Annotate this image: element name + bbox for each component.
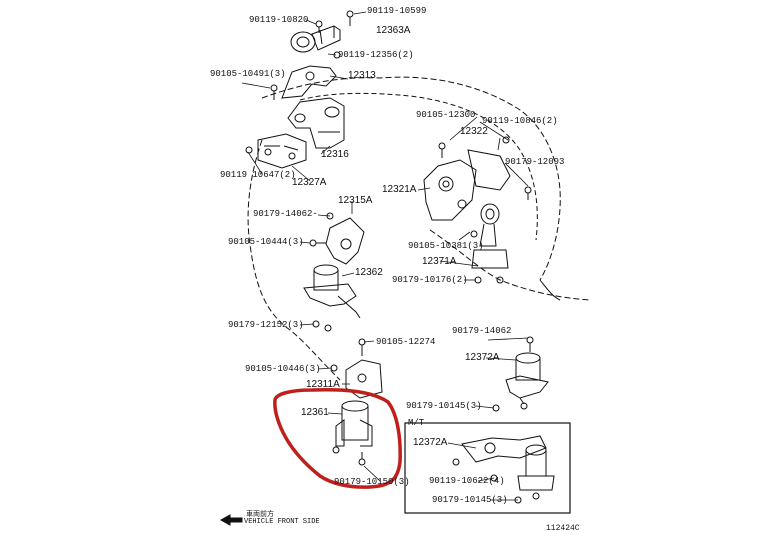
label-12311a: 12311A (306, 379, 340, 390)
label-12372a-top: 12372A (465, 352, 500, 363)
rod-12371a (470, 203, 509, 284)
label-90105-12300: 90105-12300 (416, 110, 476, 120)
bracket-12315a (309, 212, 365, 265)
mt-box (404, 422, 571, 514)
mount-12361 (332, 400, 373, 466)
label-12316: 12316 (321, 149, 349, 160)
label-90179-14062-a: 90179-14062- (253, 209, 318, 219)
figure-id: 112424C (546, 524, 580, 533)
frame-outline-left (247, 139, 341, 381)
label-90119-10622: 90119-10622(4) (429, 476, 505, 486)
label-90105-10491: 90105-10491(3) (210, 69, 286, 79)
vehicle-front-jp: 車両前方 (246, 511, 274, 519)
bracket-12321a (423, 136, 532, 221)
bracket-12316 (287, 97, 345, 149)
label-12313: 12313 (348, 70, 376, 81)
label-90105-10381: 90105-10381(3) (408, 241, 484, 251)
label-12372a-mt: 12372A (413, 437, 448, 448)
label-90119-10820: 90119-10820 (249, 15, 309, 25)
label-12327a: 12327A (292, 177, 327, 188)
label-90119-10846: 90119-10846(2) (482, 116, 558, 126)
mount-12363a (290, 10, 354, 59)
label-90179-12152: 90179-12152(3) (228, 320, 304, 330)
engine-outline (261, 76, 561, 281)
label-90105-10446: 90105-10446(3) (245, 364, 321, 374)
mount-12372a-mt (452, 435, 555, 504)
label-12362: 12362 (355, 267, 383, 278)
label-90119-12356: 90119-12356(2) (338, 50, 414, 60)
bracket-12313 (270, 65, 337, 100)
mount-12372a-top (492, 336, 549, 412)
front-arrow-icon (219, 514, 243, 526)
label-90105-12274: 90105-12274 (376, 337, 436, 347)
label-12361: 12361 (301, 407, 329, 418)
label-90179-12093: 90179-12093 (505, 157, 565, 167)
label-12363a: 12363A (376, 25, 411, 36)
label-12315a: 12315A (338, 195, 373, 206)
label-12371a: 12371A (422, 256, 457, 267)
label-90179-10150: 90179-10150(3) (334, 477, 410, 487)
label-90179-14062-b: 90179-14062 (452, 326, 512, 336)
bracket-12327a (245, 133, 307, 169)
mount-12362 (303, 264, 361, 332)
label-12322: 12322 (460, 126, 488, 137)
label-90105-10444: 90105-10444(3) (228, 237, 304, 247)
label-90179-10145-b: 90179-10145(3) (432, 495, 508, 505)
highlight-circle (273, 388, 402, 489)
label-90179-10176: 90179-10176(2) (392, 275, 468, 285)
label-90119-10647: 90119 10647(2) (220, 170, 296, 180)
label-12321a: 12321A (382, 184, 417, 195)
label-90119-10599: 90119-10599 (367, 6, 427, 16)
frame-outline-right (429, 229, 591, 301)
label-90179-10145-a: 90179-10145(3) (406, 401, 482, 411)
engine-outline-lower (299, 92, 538, 241)
vehicle-front-text: VEHICLE FRONT SIDE (244, 518, 320, 526)
label-mt: M/T (408, 418, 425, 428)
